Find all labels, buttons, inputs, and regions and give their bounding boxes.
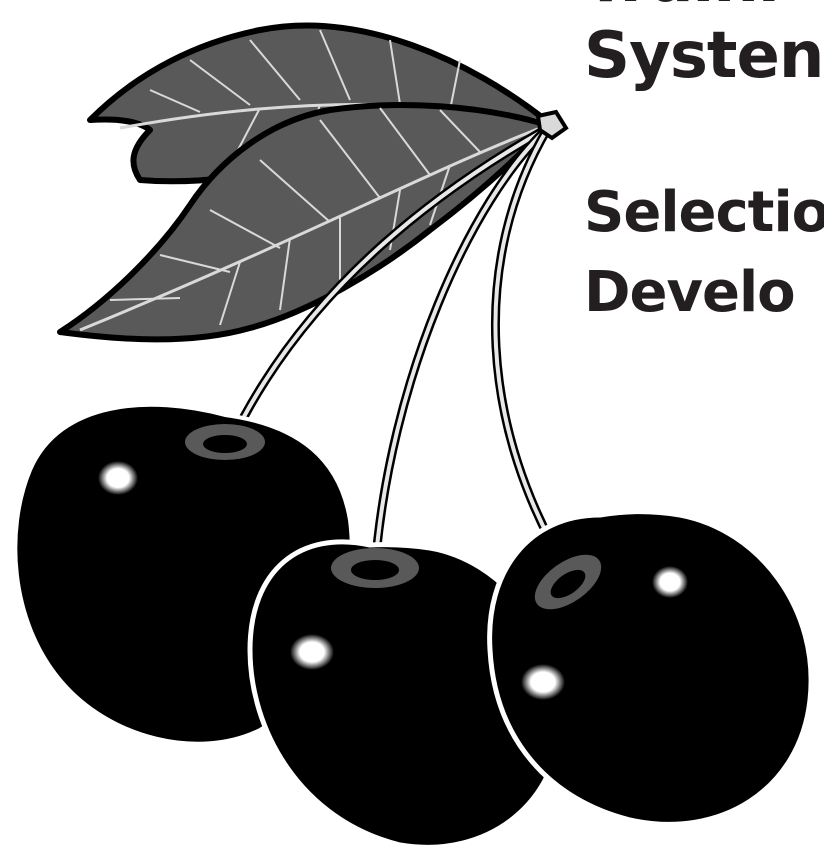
front-leaf-icon (57, 102, 551, 343)
title-line-2: Systen (584, 19, 824, 93)
subtitle-line-1: Selectio (584, 180, 824, 245)
title-line-1: Traini (584, 0, 780, 16)
right-cherry-icon (487, 509, 814, 827)
middle-cherry-icon (247, 539, 563, 850)
subtitle-line-2: Develo (584, 260, 796, 325)
stems-icon (227, 109, 574, 578)
